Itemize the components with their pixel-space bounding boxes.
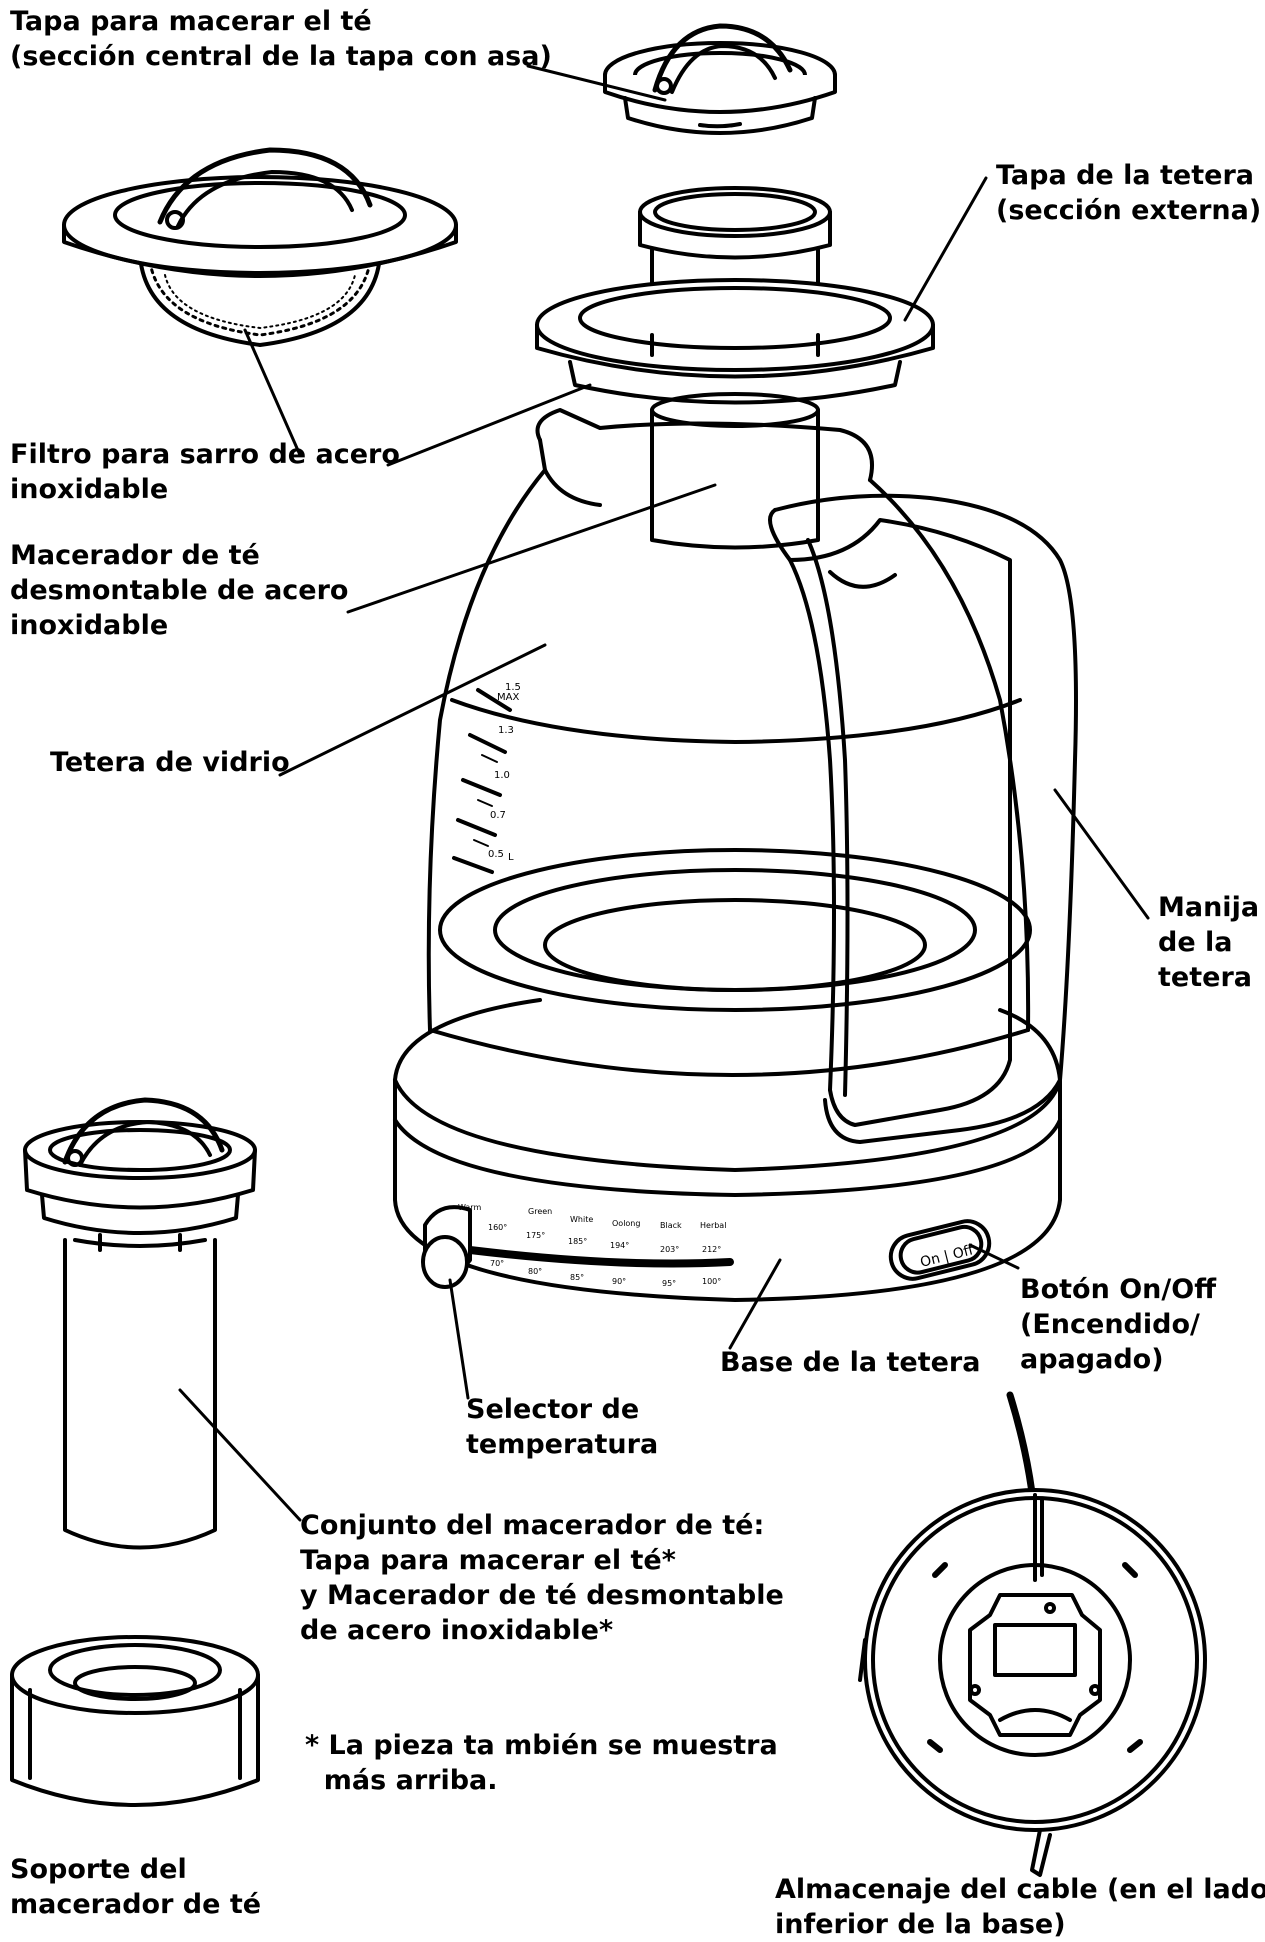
steeper-lid-top-illustration [603, 23, 837, 135]
glass-kettle-illustration [426, 392, 1032, 1077]
label-on-off-button: Botón On/Off(Encendido/apagado) [1020, 1274, 1217, 1375]
dial-fahrenheit: 212° [702, 1245, 721, 1254]
label-kettle-lid: Tapa de la tetera(sección externa) [996, 160, 1262, 226]
label-footnote: * La pieza ta mbién se muestra más arrib… [305, 1730, 778, 1796]
dial-fahrenheit: 160° [488, 1223, 507, 1232]
infuser-assembly-illustration [23, 1097, 257, 1550]
dial-celsius: 85° [570, 1273, 584, 1282]
scale-filter-illustration [62, 147, 458, 347]
dial-fahrenheit: 185° [568, 1237, 587, 1246]
dial-celsius: 80° [528, 1267, 542, 1276]
leader-lines [178, 64, 1150, 1522]
volume-unit: L [508, 852, 514, 863]
dial-fahrenheit: 203° [660, 1245, 679, 1254]
dial-name: White [570, 1215, 593, 1224]
base-underside-illustration [858, 1391, 1207, 1877]
volume-1-0: 1.0 [494, 770, 510, 781]
dial-name: Green [528, 1207, 552, 1216]
dial-celsius: 100° [702, 1277, 721, 1286]
dial-name: Herbal [700, 1221, 726, 1230]
kettle-lid-illustration [535, 186, 935, 405]
dial-name: Oolong [612, 1219, 640, 1228]
volume-max: MAX [497, 692, 519, 703]
dial-celsius: 95° [662, 1279, 676, 1288]
label-steeper-lid: Tapa para macerar el té(sección central … [10, 6, 552, 72]
label-kettle-base: Base de la tetera [720, 1347, 981, 1378]
temperature-dial-text: Warm Green White Oolong Black Herbal 160… [458, 1203, 726, 1288]
volume-0-5: 0.5 [488, 849, 504, 860]
kettle-base-illustration [393, 998, 1062, 1302]
dial-celsius: 90° [612, 1277, 626, 1286]
dial-celsius: 70° [490, 1259, 504, 1268]
volume-0-7: 0.7 [490, 810, 506, 821]
volume-1-5: 1.5 [505, 682, 521, 693]
dial-name: Black [660, 1221, 682, 1230]
label-infuser-assembly: Conjunto del macerador de té:Tapa para m… [300, 1510, 784, 1646]
dial-fahrenheit: 194° [610, 1241, 629, 1250]
infuser-stand-illustration [10, 1635, 260, 1807]
kettle-handle-illustration [768, 493, 1078, 1144]
dial-fahrenheit: 175° [526, 1231, 545, 1240]
label-glass-kettle: Tetera de vidrio [50, 747, 290, 778]
dial-name: Warm [458, 1203, 481, 1212]
volume-1-3: 1.3 [498, 725, 514, 736]
